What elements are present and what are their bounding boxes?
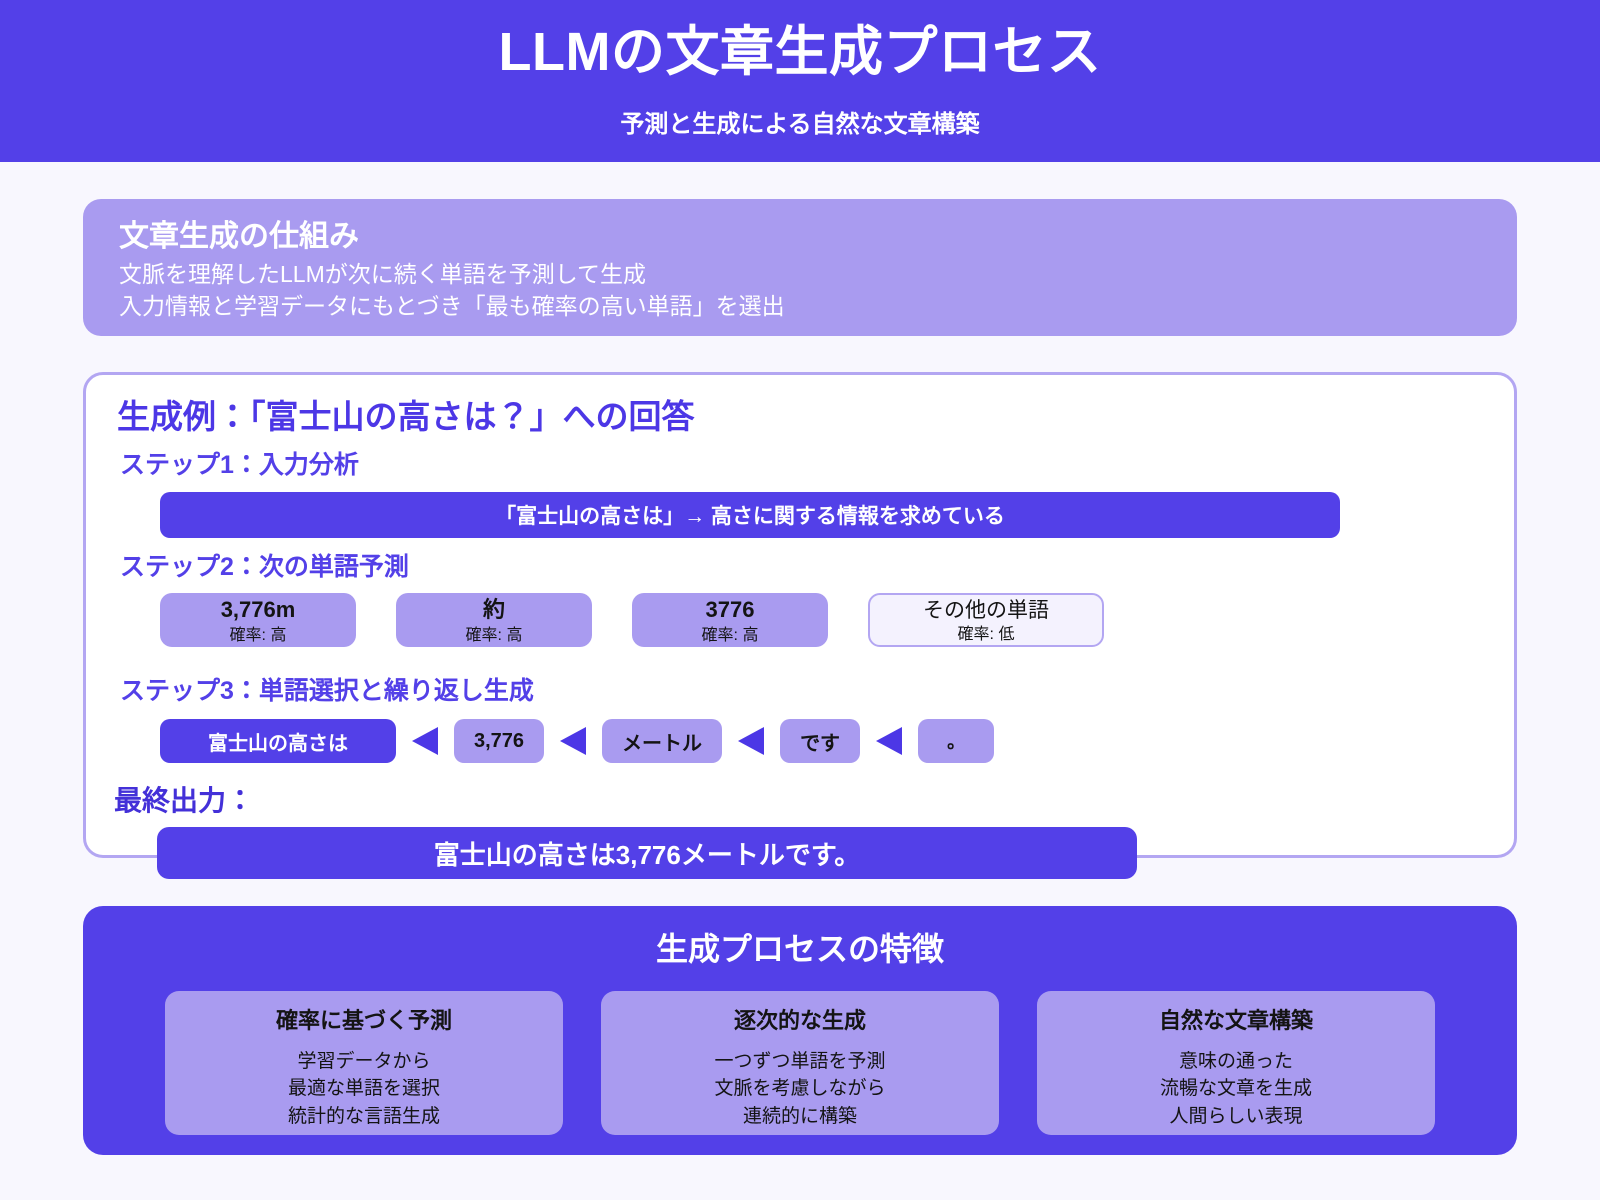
token-chain: 富士山の高さは 3,776 メートル です 。 <box>160 719 995 763</box>
feature-card-title: 自然な文章構築 <box>1158 1008 1313 1033</box>
mechanism-line-2: 入力情報と学習データにもとづき「最も確率の高い単語」を選出 <box>119 293 785 320</box>
page-subtitle: 予測と生成による自然な文章構築 <box>620 111 980 139</box>
prediction-word: 3776 <box>705 597 755 623</box>
feature-card-title: 確率に基づく予測 <box>275 1008 452 1033</box>
arrow-left-icon <box>876 727 903 755</box>
step2-label: ステップ2：次の単語予測 <box>120 553 409 581</box>
mechanism-panel: 文章生成の仕組み 文脈を理解したLLMが次に続く単語を予測して生成 入力情報と学… <box>83 199 1517 336</box>
prediction-card-other[interactable]: その他の単語 確率: 低 <box>868 593 1104 647</box>
final-output-box: 富士山の高さは3,776メートルです。 <box>157 827 1137 879</box>
generation-example-panel: 生成例：「富士山の高さは？」への回答 ステップ1：入力分析 「富士山の高さは」→… <box>83 372 1517 858</box>
feature-card: 逐次的な生成 一つずつ単語を予測 文脈を考慮しながら 連続的に構築 <box>601 991 999 1135</box>
prediction-probability: 確率: 高 <box>229 626 287 644</box>
token-chip[interactable]: メートル <box>602 719 723 763</box>
feature-card-line: 文脈を考慮しながら <box>714 1078 886 1100</box>
step1-input-text: 「富士山の高さは」→ 高さに関する情報を求めている <box>495 505 1005 528</box>
feature-card-line: 意味の通った <box>1178 1050 1293 1072</box>
prediction-probability: 確率: 高 <box>701 626 759 644</box>
prediction-probability: 確率: 高 <box>465 626 523 644</box>
token-chip[interactable]: 富士山の高さは <box>160 719 396 763</box>
token-chip[interactable]: 3,776 <box>454 719 545 763</box>
feature-card-line: 連続的に構築 <box>742 1105 857 1127</box>
feature-card: 自然な文章構築 意味の通った 流暢な文章を生成 人間らしい表現 <box>1037 991 1435 1135</box>
mechanism-line-1: 文脈を理解したLLMが次に続く単語を予測して生成 <box>119 260 647 287</box>
step1-input-bar: 「富士山の高さは」→ 高さに関する情報を求めている <box>160 492 1340 538</box>
feature-card-body: 学習データから 最適な単語を選択 統計的な言語生成 <box>288 1048 440 1131</box>
feature-card-line: 一つずつ単語を予測 <box>714 1050 886 1072</box>
step1-label: ステップ1：入力分析 <box>120 451 359 479</box>
page-header: LLMの文章生成プロセス 予測と生成による自然な文章構築 <box>0 0 1600 162</box>
feature-card-title: 逐次的な生成 <box>733 1008 866 1033</box>
example-title: 生成例：「富士山の高さは？」への回答 <box>117 398 695 435</box>
feature-card-list: 確率に基づく予測 学習データから 最適な単語を選択 統計的な言語生成 逐次的な生… <box>83 991 1517 1135</box>
prediction-card[interactable]: 約 確率: 高 <box>396 593 592 647</box>
feature-card-line: 流暢な文章を生成 <box>1159 1078 1312 1100</box>
feature-card: 確率に基づく予測 学習データから 最適な単語を選択 統計的な言語生成 <box>165 991 563 1135</box>
arrow-left-icon <box>412 727 438 755</box>
feature-card-line: 最適な単語を選択 <box>287 1078 440 1100</box>
arrow-left-icon <box>738 727 765 755</box>
prediction-card[interactable]: 3776 確率: 高 <box>632 593 828 647</box>
feature-card-line: 学習データから <box>297 1050 431 1072</box>
prediction-word: 3,776m <box>220 597 296 623</box>
prediction-word: その他の単語 <box>923 599 1049 623</box>
step3-label: ステップ3：単語選択と繰り返し生成 <box>120 677 534 705</box>
arrow-left-icon <box>560 727 587 755</box>
prediction-probability: 確率: 低 <box>957 626 1015 644</box>
mechanism-title: 文章生成の仕組み <box>119 220 359 253</box>
prediction-word: 約 <box>482 597 505 623</box>
features-title: 生成プロセスの特徴 <box>655 931 944 967</box>
final-output-label: 最終出力： <box>114 785 255 816</box>
feature-card-line: 人間らしい表現 <box>1169 1105 1303 1127</box>
token-chip[interactable]: です <box>780 719 861 763</box>
token-chip[interactable]: 。 <box>918 719 995 763</box>
feature-card-body: 意味の通った 流暢な文章を生成 人間らしい表現 <box>1160 1048 1312 1131</box>
prediction-card[interactable]: 3,776m 確率: 高 <box>160 593 356 647</box>
feature-card-line: 統計的な言語生成 <box>287 1105 440 1127</box>
features-panel: 生成プロセスの特徴 確率に基づく予測 学習データから 最適な単語を選択 統計的な… <box>83 906 1517 1155</box>
final-output-text: 富士山の高さは3,776メートルです。 <box>433 839 861 870</box>
prediction-card-list: 3,776m 確率: 高 約 確率: 高 3776 確率: 高 その他の単語 確… <box>160 593 1104 647</box>
feature-card-body: 一つずつ単語を予測 文脈を考慮しながら 連続的に構築 <box>714 1048 885 1131</box>
page-title: LLMの文章生成プロセス <box>498 21 1102 82</box>
